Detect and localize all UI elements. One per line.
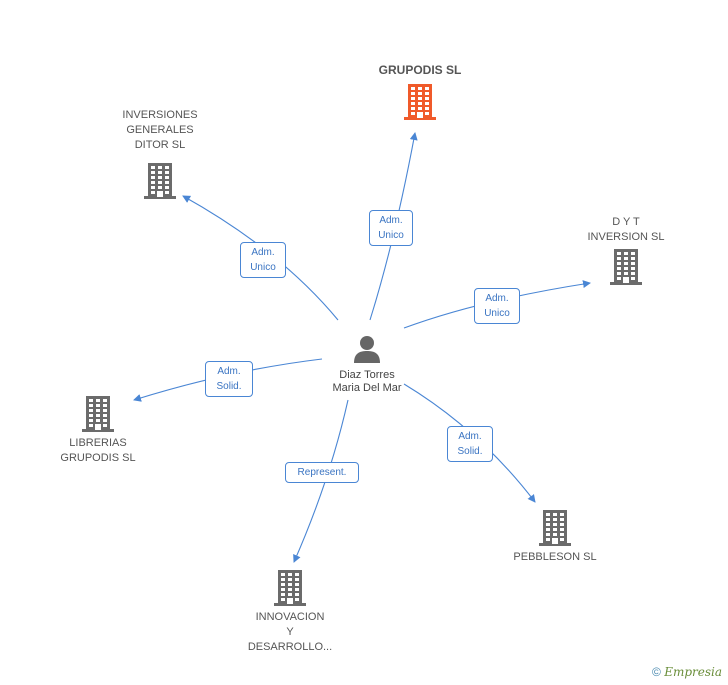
company-node-dyt[interactable]: D Y T INVERSION SL bbox=[576, 215, 676, 285]
company-label: D Y T INVERSION SL bbox=[587, 216, 665, 243]
company-label: PEBBLESON SL bbox=[513, 551, 597, 563]
building-icon bbox=[144, 163, 176, 199]
copyright-icon: © bbox=[652, 665, 661, 679]
person-name: Diaz Torres Maria Del Mar bbox=[332, 369, 402, 394]
relation-label-pebbleson[interactable]: Adm. Solid. bbox=[447, 426, 493, 462]
company-label: LIBRERIAS GRUPODIS SL bbox=[60, 437, 136, 464]
relation-label-grupodis[interactable]: Adm. Unico bbox=[369, 210, 413, 246]
relation-label-librerias[interactable]: Adm. Solid. bbox=[205, 361, 253, 397]
building-icon bbox=[610, 249, 642, 285]
company-label: INNOVACION Y DESARROLLO... bbox=[247, 611, 333, 653]
relation-label-inversiones[interactable]: Adm. Unico bbox=[240, 242, 286, 278]
relation-label-dyt[interactable]: Adm. Unico bbox=[474, 288, 520, 324]
company-node-librerias[interactable]: LIBRERIAS GRUPODIS SL bbox=[48, 396, 148, 466]
company-node-grupodis[interactable]: GRUPODIS SL bbox=[360, 63, 480, 120]
building-icon bbox=[274, 570, 306, 606]
building-icon bbox=[82, 396, 114, 432]
company-label: GRUPODIS SL bbox=[378, 63, 462, 77]
company-node-innovacion[interactable]: INNOVACION Y DESARROLLO... bbox=[235, 570, 345, 655]
person-icon bbox=[354, 336, 380, 363]
relation-label-innovacion[interactable]: Represent. bbox=[285, 462, 359, 483]
company-node-inversiones[interactable]: INVERSIONES GENERALES DITOR SL bbox=[110, 108, 210, 199]
company-node-pebbleson[interactable]: PEBBLESON SL bbox=[500, 510, 610, 565]
company-label: INVERSIONES GENERALES DITOR SL bbox=[122, 109, 198, 151]
brand-logo: Empresia bbox=[664, 665, 722, 679]
person-node[interactable]: Diaz Torres Maria Del Mar bbox=[310, 334, 424, 395]
footer-brand: © Empresia bbox=[652, 665, 722, 679]
building-icon bbox=[539, 510, 571, 546]
building-icon bbox=[404, 84, 436, 120]
